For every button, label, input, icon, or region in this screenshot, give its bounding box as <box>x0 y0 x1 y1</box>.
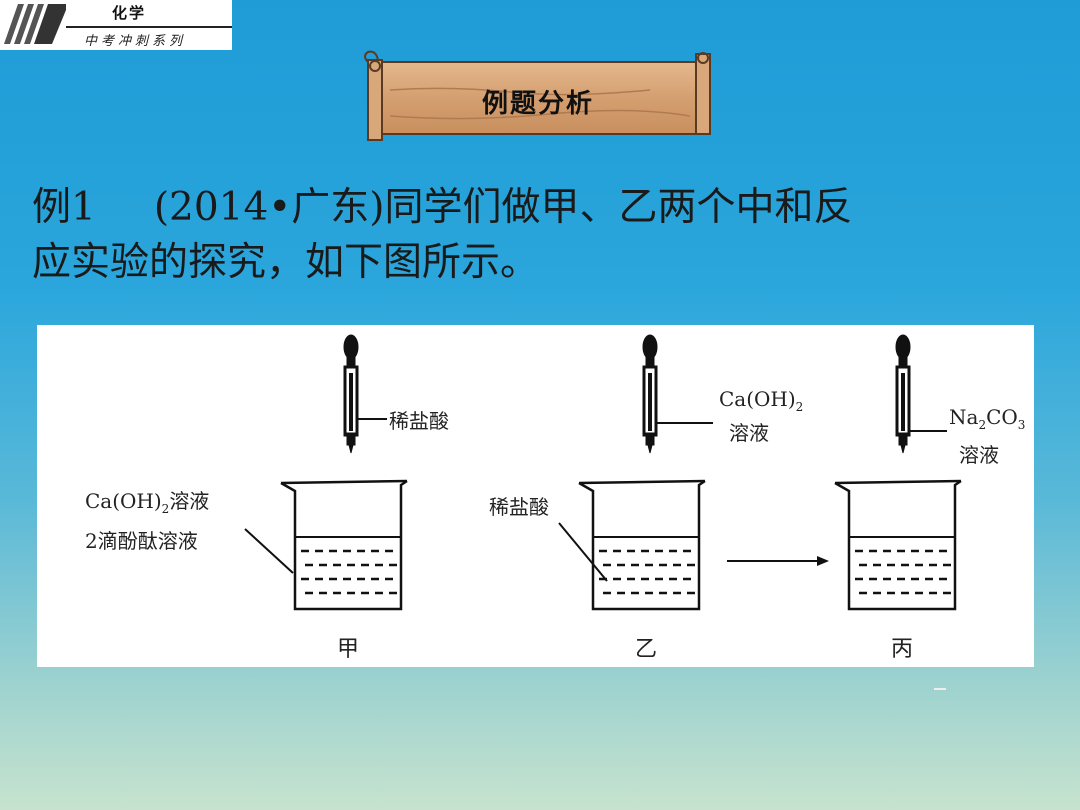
experiment-figure: 稀盐酸 Ca(OH)2 溶液 Na2CO3 溶液 Ca(OH)2溶液 2滴酚酞溶… <box>37 325 1034 667</box>
dropper-c-label: 溶液 <box>959 443 999 467</box>
dropper-icon <box>343 334 359 454</box>
subject-title: 化学 <box>112 4 147 22</box>
experiment-diagram <box>244 334 962 611</box>
question-line-1: (2014•广东)同学们做甲、乙两个中和反 <box>153 185 853 230</box>
question-text: 例1 (2014•广东)同学们做甲、乙两个中和反 应实验的探究，如下图所示。 <box>32 180 1052 290</box>
dropper-icon <box>895 334 911 454</box>
beaker-icon <box>834 479 962 611</box>
banner-label: 例题分析 <box>481 89 594 119</box>
stripes-icon <box>4 4 66 44</box>
beaker-icon <box>280 479 408 611</box>
series-logo: 化学 中考冲刺系列 <box>0 0 232 50</box>
header-divider <box>66 26 232 28</box>
dropper-b-formula: Ca(OH)2 <box>719 387 804 414</box>
beaker-b-content: 稀盐酸 <box>489 495 549 519</box>
dropper-icon <box>642 334 658 454</box>
dropper-a-label: 稀盐酸 <box>389 409 449 433</box>
beaker-icon <box>578 479 706 611</box>
question-line-2: 应实验的探究，如下图所示。 <box>32 240 540 285</box>
beaker-a-content-2: 2滴酚酞溶液 <box>85 529 198 553</box>
beaker-label-yi: 乙 <box>635 637 658 662</box>
arrow-right-icon <box>727 556 829 566</box>
scroll-banner <box>364 50 711 141</box>
dropper-c-formula: Na2CO3 <box>949 405 1026 432</box>
decorative-dash <box>934 688 946 690</box>
dropper-b-label: 溶液 <box>729 421 769 445</box>
series-name: 中考冲刺系列 <box>84 34 187 49</box>
example-number: 例1 <box>32 185 96 230</box>
beaker-label-jia: 甲 <box>337 637 360 662</box>
beaker-a-content-1: Ca(OH)2溶液 <box>85 489 210 516</box>
beaker-label-bing: 丙 <box>891 637 914 662</box>
